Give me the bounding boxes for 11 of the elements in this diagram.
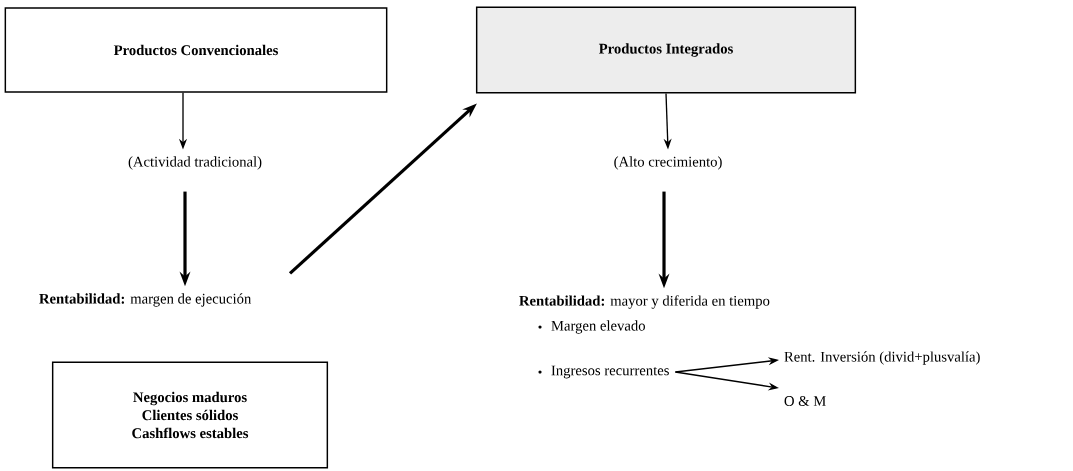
outcome-text: O & M [784,396,826,406]
stage-text: (Actividad tradicional) [128,156,262,170]
result-text: Rentabilidad: margen de ejecución [39,293,252,307]
stage-text: (Alto crecimiento) [614,156,722,170]
process-box: Productos Convencionales [4,7,388,93]
bullet-item: Ingresos recurrentes [551,365,669,379]
result-text: Rentabilidad: mayor y diferida en tiempo [519,295,770,309]
feature-box: Negocios maduros Clientes sólidos Cashflows estables [51,361,329,469]
process-box: Productos Integrados [475,6,857,94]
outcome-text: Rent. Inversión (divid+plusvalía) [784,351,980,365]
bullet-item: Margen elevado [551,320,645,334]
